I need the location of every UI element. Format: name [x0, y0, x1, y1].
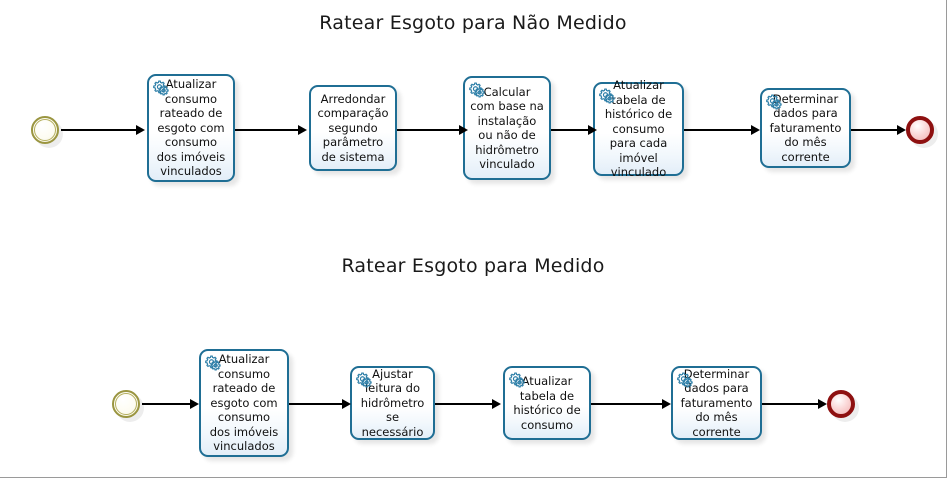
- connector-start-to-task-1: [142, 403, 192, 405]
- connector-task-4-to-task-5: [684, 129, 752, 131]
- task-2-1[interactable]: Atualizar consumo rateado de esgoto com …: [199, 349, 289, 457]
- task-label: Atualizar consumo rateado de esgoto com …: [209, 352, 279, 454]
- task-label: Determinar dados para faturamento do mês…: [769, 91, 842, 164]
- arrow-head-task-3: [459, 125, 468, 135]
- connector-task-3-to-task-4: [551, 129, 590, 131]
- connector-task-1-to-task-2: [289, 403, 344, 405]
- arrow-head-end-2: [818, 399, 827, 409]
- task-1-2[interactable]: Arredondar comparação segundo parâmetro …: [309, 85, 397, 171]
- task-label: Atualizar consumo rateado de esgoto com …: [156, 77, 226, 179]
- arrow-head-task-3: [492, 399, 501, 409]
- end-event-ring: [827, 390, 855, 418]
- end-event-ring: [906, 116, 934, 144]
- arrow-head-task-2: [342, 399, 351, 409]
- start-event-inner-ring: [115, 393, 137, 415]
- task-2-3[interactable]: Atualizar tabela de histórico de consumo: [503, 366, 591, 440]
- task-label: Atualizar tabela de histórico de consumo…: [604, 78, 673, 180]
- task-1-5[interactable]: Determinar dados para faturamento do mês…: [760, 88, 851, 168]
- connector-task-4-to-end: [762, 403, 820, 405]
- diagram-title-2: Ratear Esgoto para Medido: [341, 255, 605, 277]
- start-event-1[interactable]: [31, 116, 63, 148]
- start-event-inner-ring: [34, 119, 56, 141]
- task-2-4[interactable]: Determinar dados para faturamento do mês…: [671, 366, 762, 440]
- arrow-head-task-1: [136, 125, 145, 135]
- arrow-head-task-4: [662, 399, 671, 409]
- task-2-2[interactable]: Ajustar leitura do hidrômetro se necessá…: [350, 366, 435, 440]
- arrow-head-task-1: [190, 399, 199, 409]
- task-label: Atualizar tabela de histórico de consumo: [513, 374, 581, 432]
- diagram-title-1: Ratear Esgoto para Não Medido: [319, 12, 627, 34]
- task-label: Ajustar leitura do hidrômetro se necessá…: [360, 366, 425, 439]
- connector-task-3-to-task-4: [591, 403, 663, 405]
- start-event-2[interactable]: [112, 390, 144, 422]
- connector-task-1-to-task-2: [235, 129, 299, 131]
- task-1-3[interactable]: Calcular com base na instalação ou não d…: [463, 76, 551, 180]
- connector-task-2-to-task-3: [397, 129, 460, 131]
- task-1-4[interactable]: Atualizar tabela de histórico de consumo…: [593, 78, 684, 179]
- arrow-head-end-1: [897, 125, 906, 135]
- task-label: Calcular com base na instalação ou não d…: [470, 84, 544, 172]
- arrow-head-task-4: [588, 125, 597, 135]
- task-label: Determinar dados para faturamento do mês…: [680, 366, 753, 439]
- connector-task-2-to-task-3: [435, 403, 493, 405]
- task-label: Arredondar comparação segundo parâmetro …: [317, 91, 389, 164]
- connector-task-5-to-end: [851, 129, 899, 131]
- end-event-2[interactable]: [827, 390, 859, 422]
- arrow-head-task-5: [751, 125, 760, 135]
- arrow-head-task-2: [298, 125, 307, 135]
- task-1-1[interactable]: Atualizar consumo rateado de esgoto com …: [147, 74, 235, 182]
- end-event-1[interactable]: [906, 116, 938, 148]
- connector-start-to-task-1: [61, 129, 137, 131]
